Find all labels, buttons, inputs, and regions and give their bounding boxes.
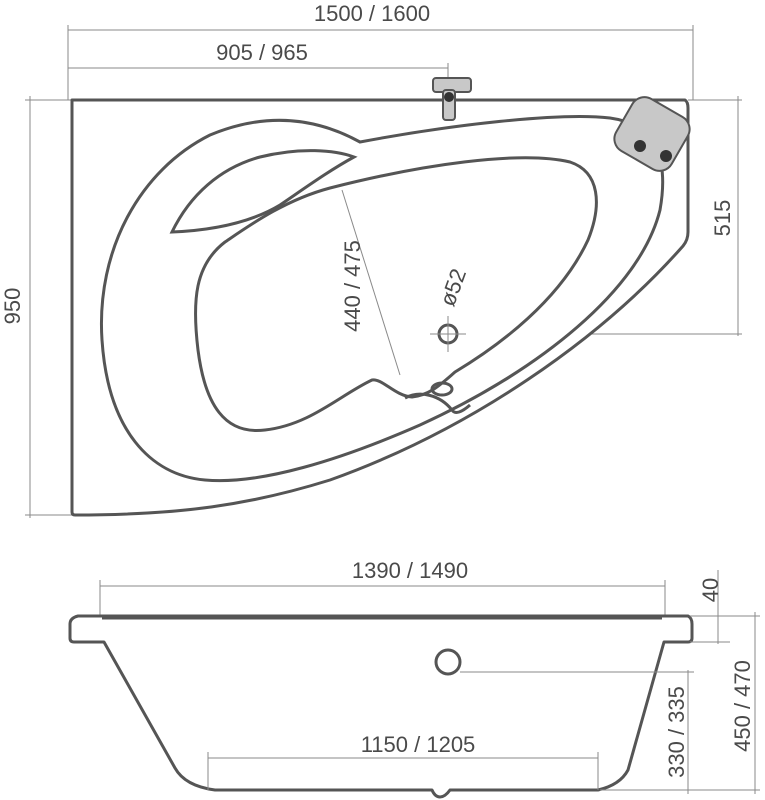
total-height-label: 450 / 470 (730, 660, 755, 752)
tub-side-profile (68, 614, 694, 799)
corner-width-label: 905 / 965 (216, 40, 308, 65)
faucet-icon (432, 77, 472, 121)
overflow-notch (404, 392, 471, 414)
drain-height-label: 330 / 335 (664, 686, 689, 778)
side-view: 1390 / 1490 1150 / 1205 40 330 / 335 450… (68, 558, 760, 799)
rim-length-label: 1390 / 1490 (352, 558, 468, 583)
shower-set-icon (613, 96, 691, 172)
overflow-hole (430, 381, 454, 397)
overall-depth-label: 950 (0, 288, 25, 325)
overflow-side-circle (434, 648, 462, 676)
seat-width-dimension-line (341, 189, 401, 376)
drain-offset-label: 515 (710, 200, 735, 237)
tub-rim-outline (70, 98, 690, 517)
headrest-contour (169, 149, 358, 234)
seat-width-label: 440 / 475 (340, 240, 365, 332)
top-view: 1500 / 1600 905 / 965 950 515 440 / 475 (0, 1, 742, 518)
overall-width-label: 1500 / 1600 (314, 1, 430, 26)
rim-thickness-label: 40 (698, 578, 723, 602)
bottom-length-label: 1150 / 1205 (361, 732, 476, 757)
basin-inner-contour (193, 156, 598, 433)
